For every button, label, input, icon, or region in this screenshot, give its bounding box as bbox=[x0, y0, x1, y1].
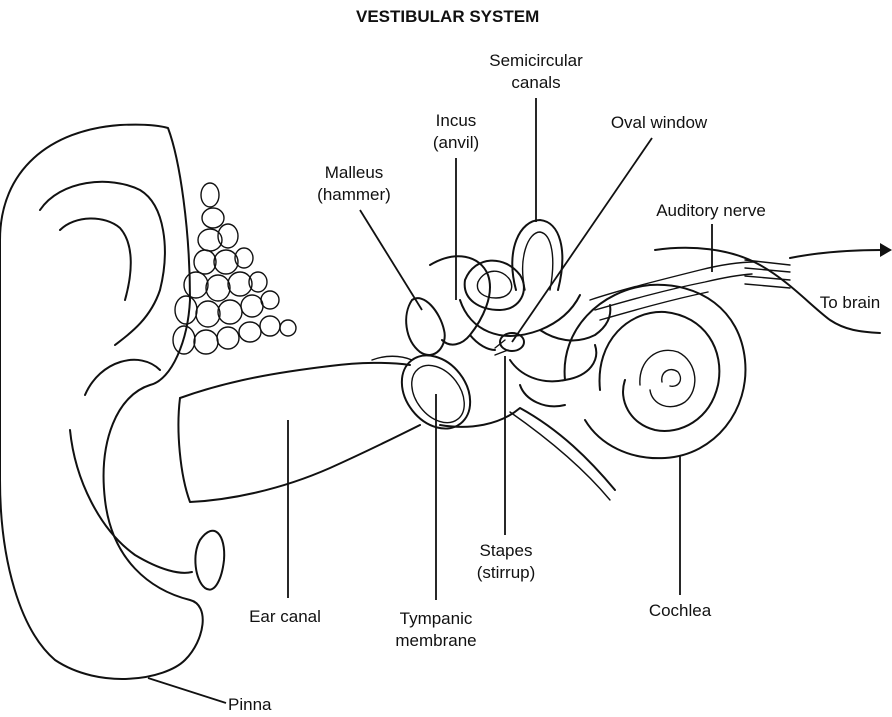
label-incus-line1: Incus bbox=[410, 110, 502, 132]
ear-canal-drawing bbox=[178, 356, 420, 502]
label-semicircular-canals: Semicircular canals bbox=[468, 50, 604, 94]
label-malleus-line2: (hammer) bbox=[300, 184, 408, 206]
label-cochlea: Cochlea bbox=[630, 600, 730, 622]
label-incus-line2: (anvil) bbox=[410, 132, 502, 154]
diagram-title: VESTIBULAR SYSTEM bbox=[356, 7, 539, 27]
mastoid-cells bbox=[173, 183, 296, 354]
label-malleus: Malleus (hammer) bbox=[300, 162, 408, 206]
label-ear-canal: Ear canal bbox=[230, 606, 340, 628]
semicircular-canals-drawing bbox=[460, 220, 610, 340]
pinna-drawing bbox=[0, 125, 224, 679]
label-stapes-line1: Stapes bbox=[456, 540, 556, 562]
label-pinna: Pinna bbox=[228, 694, 298, 716]
label-malleus-line1: Malleus bbox=[300, 162, 408, 184]
vestibule-drawing bbox=[510, 345, 596, 406]
label-semicircular-line2: canals bbox=[468, 72, 604, 94]
ossicles-drawing bbox=[406, 256, 524, 355]
cochlea-drawing bbox=[565, 285, 746, 458]
label-oval-window: Oval window bbox=[594, 112, 724, 134]
label-stapes: Stapes (stirrup) bbox=[456, 540, 556, 584]
label-auditory-nerve: Auditory nerve bbox=[632, 200, 790, 222]
label-tympanic-line2: membrane bbox=[380, 630, 492, 652]
to-brain-arrowhead bbox=[880, 243, 892, 257]
label-to-brain: To brain bbox=[808, 292, 892, 314]
label-tympanic-line1: Tympanic bbox=[380, 608, 492, 630]
label-incus: Incus (anvil) bbox=[410, 110, 502, 154]
label-tympanic-membrane: Tympanic membrane bbox=[380, 608, 492, 652]
label-semicircular-line1: Semicircular bbox=[468, 50, 604, 72]
tympanic-membrane-drawing bbox=[388, 342, 615, 500]
label-stapes-line2: (stirrup) bbox=[456, 562, 556, 584]
